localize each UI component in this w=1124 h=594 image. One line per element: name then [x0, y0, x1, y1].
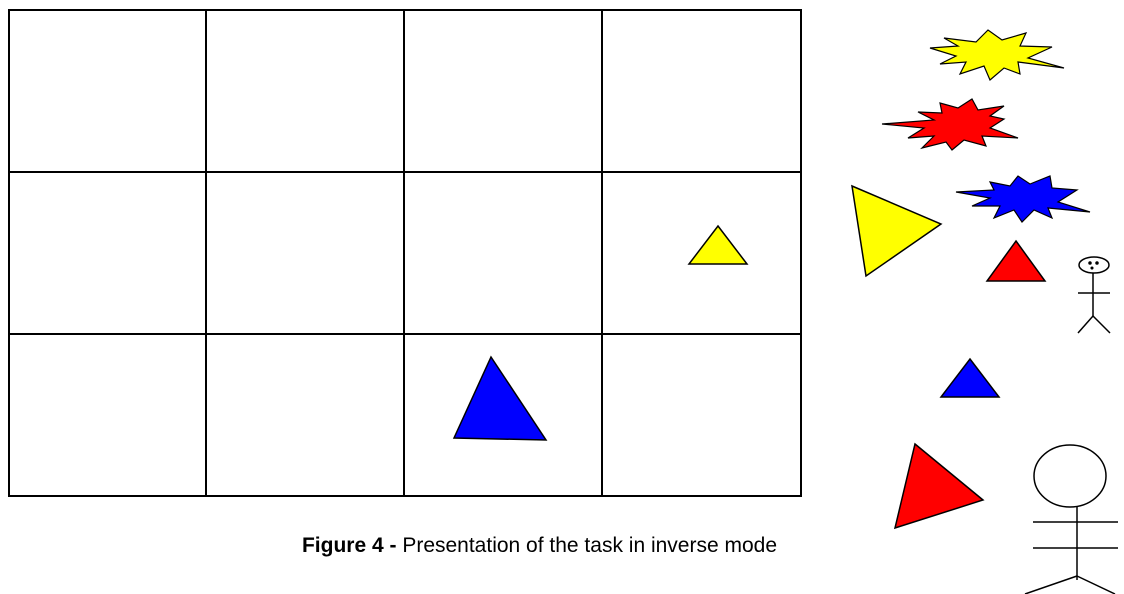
blue-triangle-icon — [452, 355, 548, 441]
red-triangle-icon — [985, 239, 1047, 282]
red-star-burst-icon — [881, 98, 1019, 151]
stick-figure-head — [1078, 256, 1110, 274]
yellow-triangle-icon — [687, 224, 749, 265]
board-grid — [8, 9, 802, 497]
stick-figure-head — [1033, 444, 1107, 508]
blue-star-burst-icon — [955, 175, 1091, 223]
figure-label: Figure 4 - — [301, 534, 397, 557]
figure-caption-text: Presentation of the task in inverse mode — [402, 534, 778, 557]
small-stick-figure-icon — [1077, 256, 1111, 334]
large-yellow-triangle-icon — [851, 184, 943, 278]
yellow-star-burst-icon — [929, 29, 1065, 81]
figure-caption: Figure 4 - Presentation of the task in i… — [0, 534, 1124, 558]
small-blue-triangle-icon — [939, 357, 1001, 398]
large-stick-figure-icon — [1024, 444, 1118, 594]
large-red-triangle-icon — [893, 442, 985, 530]
